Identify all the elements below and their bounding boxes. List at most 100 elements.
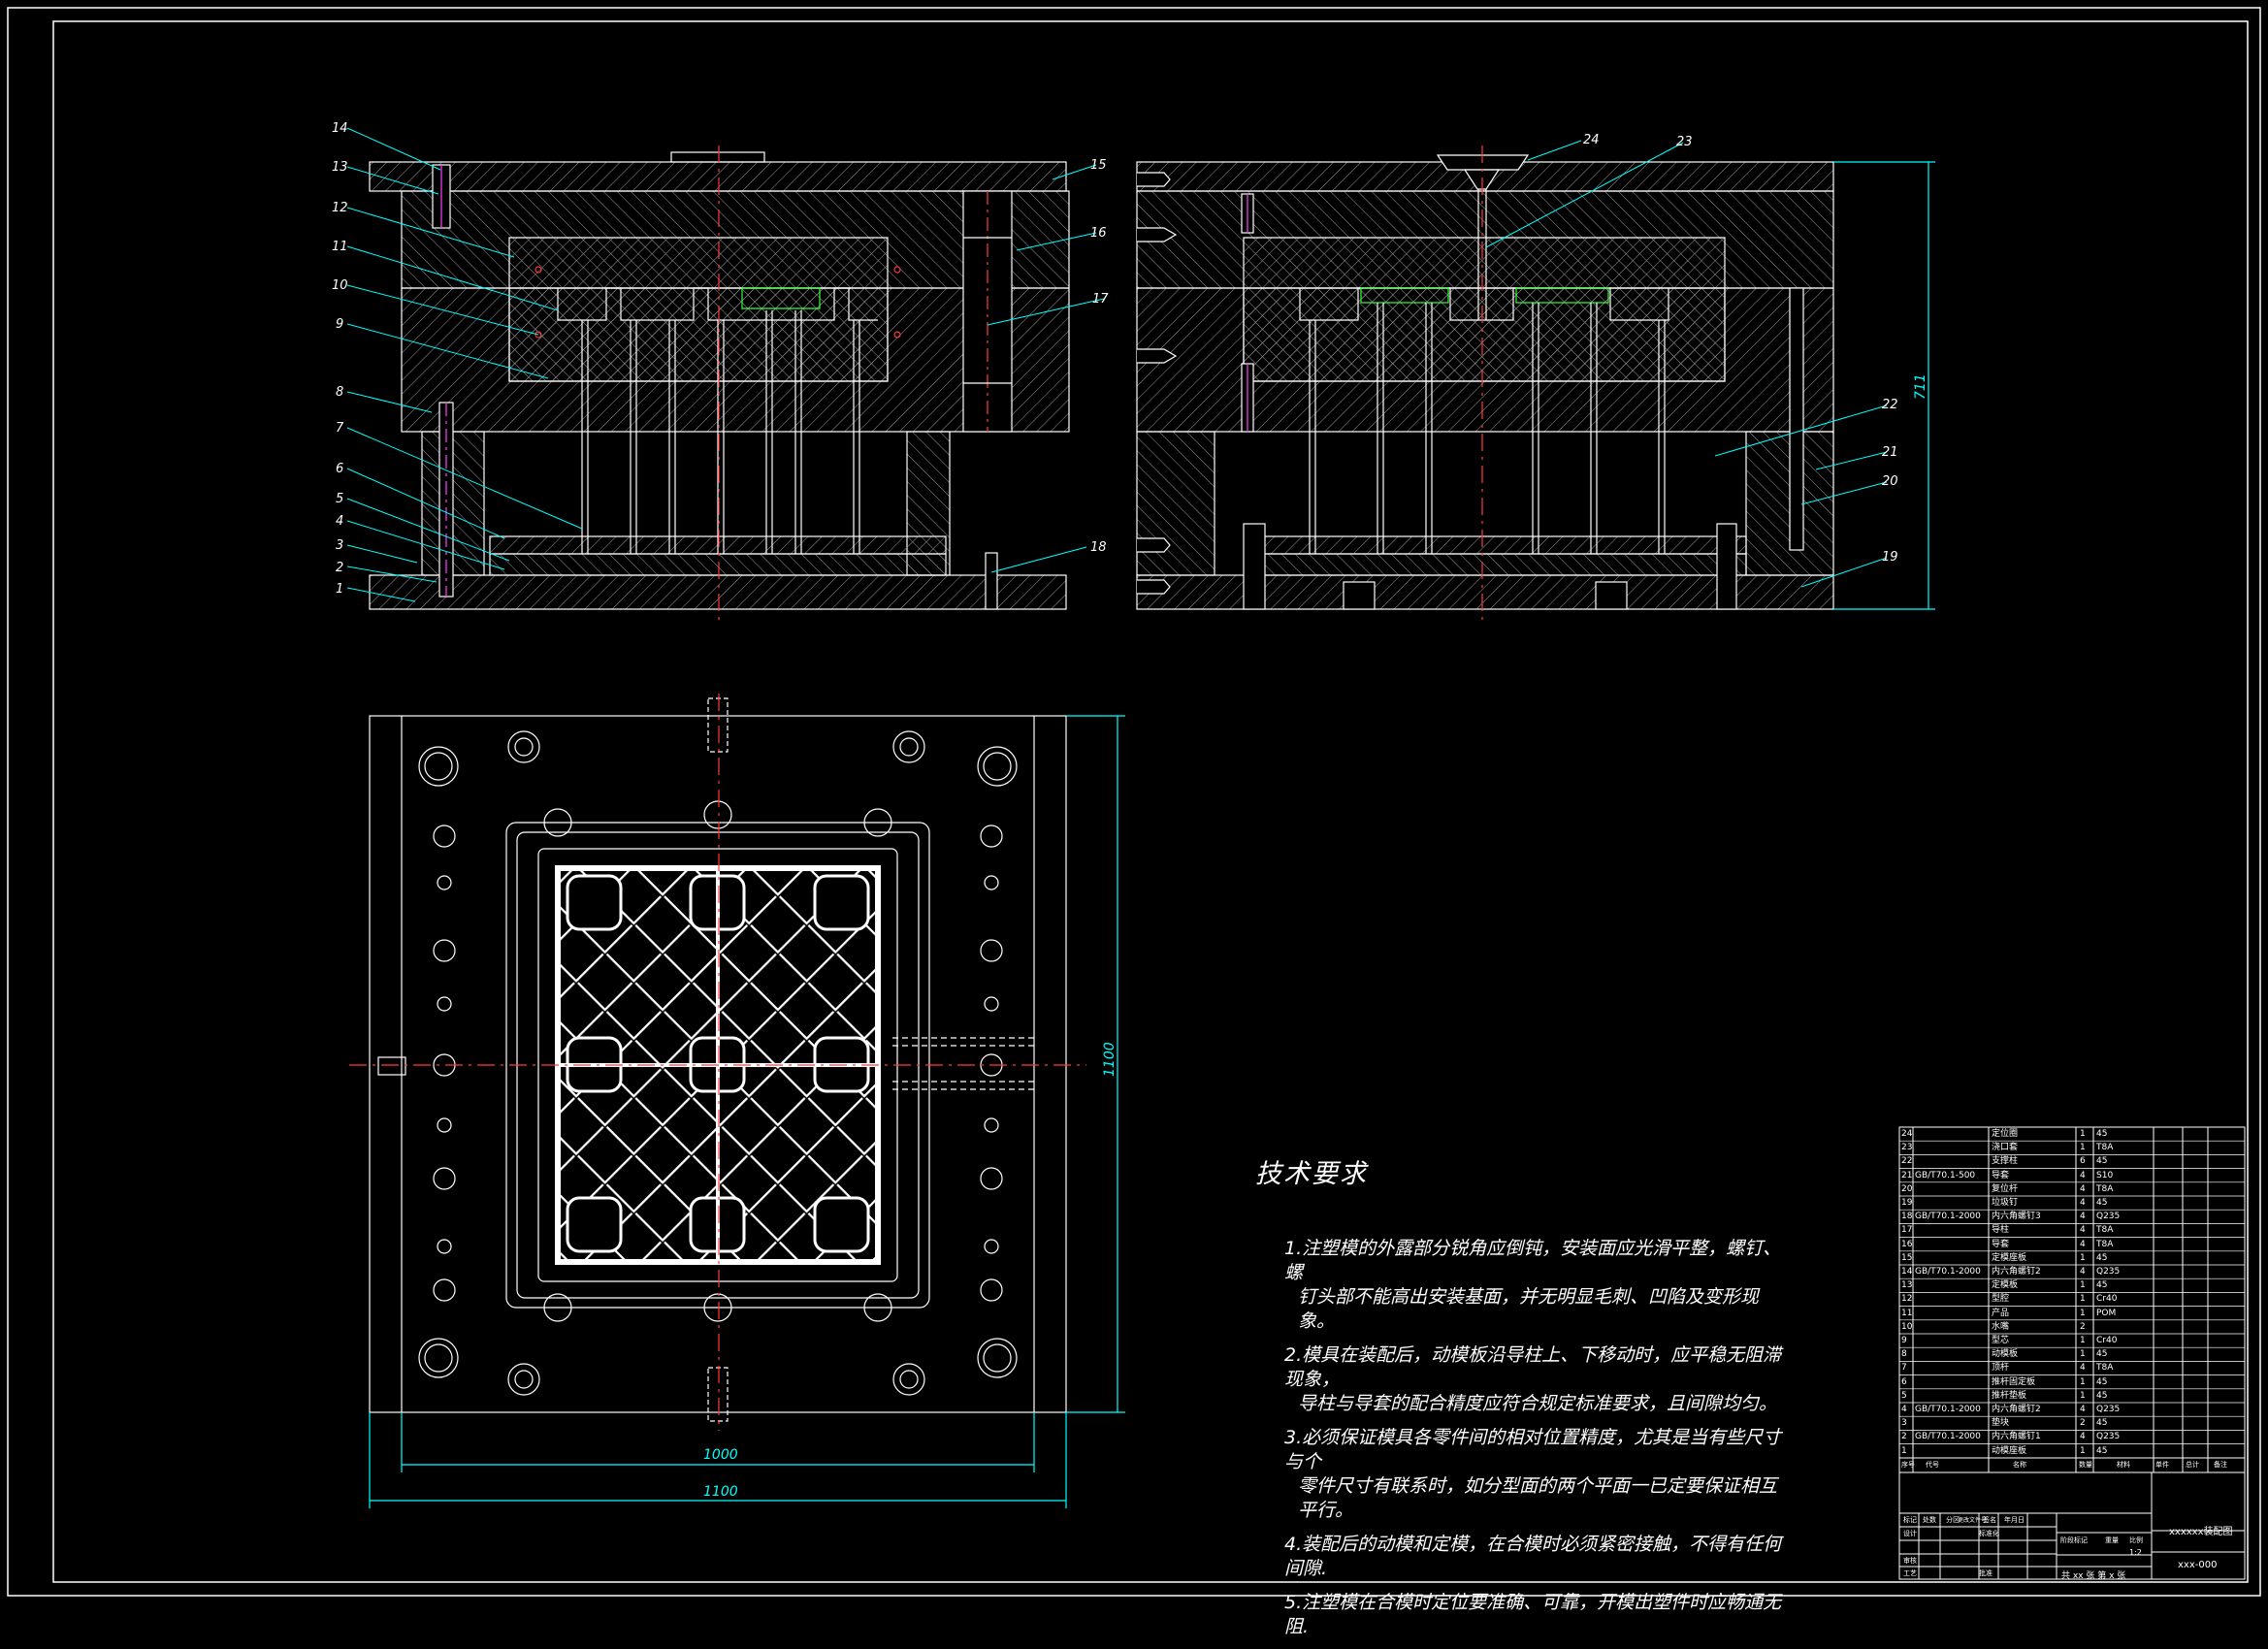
bom-cell-name: 定模座板 — [1992, 1252, 2027, 1263]
bom-header-note: 备注 — [2214, 1461, 2227, 1469]
bom-cell-no: 16 — [1901, 1239, 1913, 1249]
bom-cell-qty: 4 — [2080, 1363, 2086, 1374]
bom-cell-mat: Q235 — [2096, 1267, 2121, 1277]
bom-cell-mat: Q235 — [2096, 1212, 2121, 1222]
bom-cell-name: 导套 — [1992, 1170, 2010, 1180]
bom-cell-mat: T8A — [2096, 1363, 2114, 1374]
bom-cell-no: 17 — [1901, 1225, 1913, 1236]
bom-cell-mat: Cr40 — [2096, 1294, 2118, 1305]
bom-cell-qty: 1 — [2080, 1294, 2086, 1305]
title-block-label-approve: 批准 — [1979, 1569, 1993, 1577]
bom-cell-no: 7 — [1901, 1363, 1907, 1374]
bom-cell-no: 9 — [1901, 1336, 1907, 1345]
callout-2: 2 — [336, 561, 343, 575]
bom-cell-qty: 1 — [2080, 1252, 2086, 1263]
bom-cell-qty: 4 — [2080, 1432, 2086, 1442]
callout-20: 20 — [1882, 474, 1898, 489]
bom-cell-qty: 2 — [2080, 1321, 2086, 1332]
title-block-label-sign: 签名 — [1983, 1516, 1996, 1524]
bom-cell-name: 推杆垫板 — [1992, 1390, 2027, 1401]
bom-cell-no: 21 — [1901, 1170, 1913, 1180]
bom-cell-name: 复位杆 — [1992, 1183, 2019, 1194]
title-block-label-process: 工艺 — [1903, 1569, 1917, 1577]
bom-cell-no: 23 — [1901, 1143, 1913, 1153]
bom-cell-code: GB/T70.1-2000 — [1915, 1212, 1981, 1222]
dim-plan-height: 1100 — [1102, 1042, 1118, 1077]
callout-numbers-front: 1 2 3 4 5 6 7 8 9 10 11 12 13 14 — [332, 121, 348, 597]
callout-numbers-side: 19 20 21 22 23 24 — [1583, 133, 1898, 565]
callout-19: 19 — [1882, 550, 1898, 565]
bom-cell-name: 型芯 — [1992, 1336, 2010, 1345]
bom-cell-qty: 4 — [2080, 1267, 2086, 1277]
bom-cell-mat: 45 — [2096, 1156, 2108, 1167]
callout-5: 5 — [336, 492, 343, 506]
bom-cell-qty: 1 — [2080, 1336, 2086, 1345]
title-block-label-standard: 标准化 — [1979, 1530, 1999, 1537]
title-block-label-scale: 比例 — [2129, 1536, 2143, 1544]
bom-cell-no: 13 — [1901, 1280, 1913, 1291]
title-block-drawing-name: xxxxxx装配图 — [2169, 1527, 2233, 1537]
bom-cell-qty: 4 — [2080, 1198, 2086, 1208]
bom-cell-no: 1 — [1901, 1445, 1907, 1456]
tech-item-2: 2.模具在装配后，动模板沿导柱上、下移动时，应平稳无阻滞现象，导柱与导套的配合精… — [1284, 1344, 1782, 1414]
bom-cell-mat: T8A — [2096, 1183, 2114, 1194]
bom-cell-no: 10 — [1901, 1321, 1913, 1332]
bom-cell-code: GB/T70.1-2000 — [1915, 1405, 1981, 1414]
bom-cell-name: 导套 — [1992, 1239, 2010, 1249]
bom-cell-qty: 4 — [2080, 1183, 2086, 1194]
callout-1: 1 — [336, 582, 343, 597]
bom-cell-name: 浇口套 — [1992, 1143, 2019, 1153]
callout-12: 12 — [332, 201, 348, 215]
bom-cell-qty: 1 — [2080, 1445, 2086, 1456]
sheet-outer-border — [7, 7, 2261, 1597]
callout-7: 7 — [336, 421, 344, 436]
bom-cell-no: 14 — [1901, 1267, 1913, 1277]
technical-requirements: 技术要求 1.注塑模的外露部分锐角应倒钝，安装面应光滑平整，螺钉、螺钉头部不能高… — [1251, 1152, 1795, 1649]
bom-cell-mat: S10 — [2096, 1170, 2114, 1180]
bom-cell-qty: 1 — [2080, 1376, 2086, 1387]
bom-cell-qty: 6 — [2080, 1156, 2086, 1167]
bom-cell-name: 动模座板 — [1992, 1445, 2027, 1456]
callout-8: 8 — [336, 385, 343, 400]
title-block-drawing-no: xxx-000 — [2178, 1560, 2218, 1570]
callout-16: 16 — [1090, 226, 1107, 241]
bom-cell-qty: 1 — [2080, 1349, 2086, 1360]
bom-cell-qty: 4 — [2080, 1405, 2086, 1414]
bom-cell-mat: 45 — [2096, 1129, 2108, 1139]
bom-cell-qty: 1 — [2080, 1143, 2086, 1153]
bom-cell-qty: 1 — [2080, 1129, 2086, 1139]
plan-view — [349, 694, 1125, 1508]
title-block-label-change: 更改文件号 — [1958, 1517, 1988, 1524]
bom-cell-mat: 45 — [2096, 1198, 2108, 1208]
side-section-view — [1136, 146, 1935, 621]
bom-cell-name: 内六角螺钉2 — [1992, 1267, 2041, 1277]
callout-6: 6 — [336, 462, 343, 476]
bom-cell-qty: 4 — [2080, 1170, 2086, 1180]
title-block-label-mark: 标记 — [1903, 1516, 1917, 1524]
bom-cell-name: 导柱 — [1992, 1225, 2010, 1236]
callout-numbers-right: 15 16 17 18 — [1090, 158, 1109, 555]
bom-cell-name: 产品 — [1992, 1308, 2010, 1318]
tech-title: 技术要求 — [1255, 1159, 1368, 1189]
bom-cell-name: 水嘴 — [1992, 1321, 2010, 1332]
bom-cell-name: 内六角螺钉2 — [1992, 1405, 2041, 1414]
bom-cell-name: 推杆固定板 — [1992, 1376, 2036, 1387]
callout-18: 18 — [1090, 540, 1107, 555]
bom-cell-qty: 4 — [2080, 1212, 2086, 1222]
callout-14: 14 — [332, 121, 348, 136]
bom-cell-name: 内六角螺钉1 — [1992, 1432, 2041, 1442]
bom-cell-mat: 45 — [2096, 1390, 2108, 1401]
bom-cell-mat: 45 — [2096, 1252, 2108, 1263]
callout-17: 17 — [1092, 292, 1109, 307]
bom-cell-name: 内六角螺钉3 — [1992, 1212, 2041, 1222]
bom-cell-name: 定模板 — [1992, 1280, 2019, 1291]
bom-header-code: 代号 — [1926, 1461, 1939, 1469]
bom-cell-name: 垃圾钉 — [1992, 1198, 2019, 1208]
bom-cell-no: 2 — [1901, 1432, 1907, 1442]
bom-header-no: 序号 — [1901, 1461, 1915, 1469]
dim-plate-width: 1000 — [703, 1447, 738, 1463]
bom-cell-mat: 45 — [2096, 1280, 2108, 1291]
bom-cell-name: 垫块 — [1992, 1418, 2010, 1429]
tech-item-3: 3.必须保证模具各零件间的相对位置精度，尤其是当有些尺寸与个零件尺寸有联系时，如… — [1284, 1427, 1782, 1521]
bom-cell-no: 15 — [1901, 1252, 1913, 1263]
